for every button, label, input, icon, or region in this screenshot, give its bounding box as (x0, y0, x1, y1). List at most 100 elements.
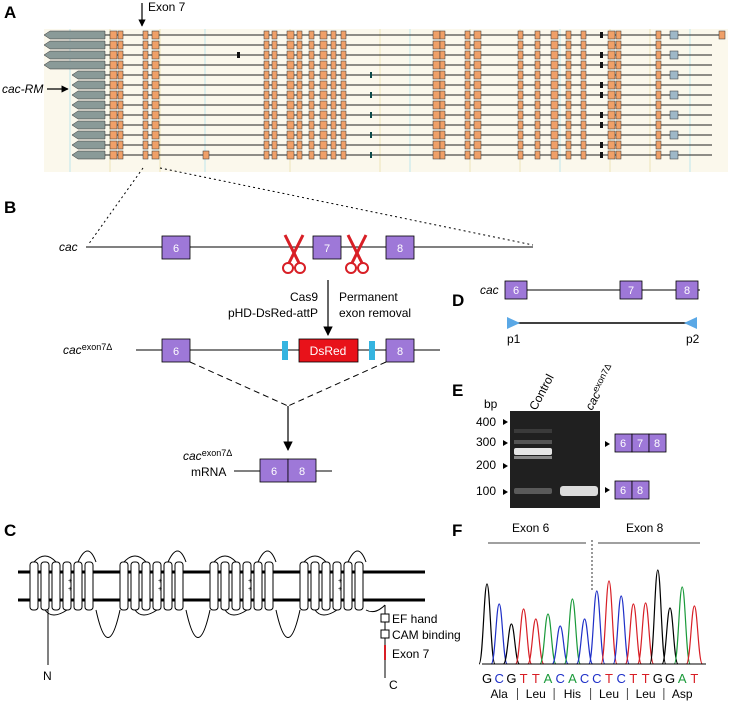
exon-6-box: 6 (161, 235, 191, 260)
track-3utr (669, 70, 679, 80)
track-exon (117, 50, 124, 60)
pore-loop (77, 550, 97, 563)
helix (29, 561, 39, 611)
track-exon (296, 50, 303, 60)
track-exon (565, 100, 572, 110)
track-exon (432, 30, 441, 40)
base-call: T (629, 671, 637, 686)
track-exon (464, 60, 471, 70)
track-exon (109, 100, 118, 110)
track-exon (464, 80, 471, 90)
base-call: C (592, 671, 601, 686)
helix (231, 561, 241, 611)
exon-7-box: 7 (312, 235, 342, 260)
track-exon (615, 70, 622, 80)
track-exon (473, 140, 482, 150)
lane-mutant-base: cac (582, 389, 603, 412)
track-exon (655, 70, 662, 80)
track-3utr (669, 130, 679, 140)
base-call: T (532, 671, 540, 686)
d-exon-6-box: 6 (504, 280, 528, 300)
track-exon (655, 140, 662, 150)
track-exon (580, 110, 587, 120)
track-exon (473, 110, 482, 120)
attp-marker-left (282, 341, 288, 360)
track-exon (109, 60, 118, 70)
lane-mutant-sup: exon7Δ (590, 362, 613, 394)
track-exon (142, 40, 149, 50)
track-exon (340, 60, 347, 70)
track-3utr (669, 150, 679, 160)
track-exon (473, 90, 482, 100)
track-exon (432, 100, 441, 110)
track-alt-exon (600, 142, 603, 148)
track-exon (296, 80, 303, 90)
gel-bands (514, 429, 598, 496)
panel-b: B cac 6 7 8 Cas9 (4, 198, 533, 483)
track-exon (432, 130, 441, 140)
track-exon (286, 130, 295, 140)
track-exon (517, 90, 524, 100)
trace-peak-G (649, 569, 667, 665)
track-exon (615, 130, 622, 140)
track-exon (580, 50, 587, 60)
track-exon (464, 40, 471, 50)
track-exon (432, 120, 441, 130)
arrow-label-plasmid: pHD-DsRed-attP (228, 306, 318, 320)
track-exon (517, 60, 524, 70)
allele-label-sup: exon7Δ (82, 342, 113, 352)
track-exon (330, 120, 337, 130)
track-exon (109, 30, 118, 40)
loop-bottom (224, 609, 248, 616)
dsred-cassette: DsRed (298, 338, 359, 363)
track-exon (340, 100, 347, 110)
helix (141, 561, 151, 611)
track-exon (117, 120, 124, 130)
track-exon (319, 80, 328, 90)
track-exon (550, 120, 559, 130)
ladder-300: 300 (476, 435, 496, 449)
intracellular-linker (275, 609, 301, 638)
intracellular-linker (185, 609, 211, 638)
track-exon (432, 150, 441, 160)
track-exon (340, 90, 347, 100)
helix (253, 561, 263, 611)
track-exon (464, 110, 471, 120)
track-exon (464, 140, 471, 150)
loop-bottom (134, 609, 158, 616)
track-exon (286, 50, 295, 60)
transcript-track (71, 100, 712, 110)
panel-d-letter: D (452, 291, 464, 310)
helix (310, 561, 320, 611)
track-exon (655, 120, 662, 130)
helix (163, 561, 173, 611)
track-exon (439, 50, 446, 60)
track-exon (565, 80, 572, 90)
transcript-track (71, 120, 712, 130)
track-exon (263, 60, 270, 70)
track-exon (473, 60, 482, 70)
track-exon (439, 90, 446, 100)
track-exon (517, 110, 524, 120)
track-exon (151, 130, 160, 140)
track-exon (296, 30, 303, 40)
gene-model-tracks (43, 30, 726, 160)
track-exon (271, 80, 278, 90)
cac-rm-label: cac-RM (2, 82, 43, 96)
track-exon (607, 110, 616, 120)
base-call: C (580, 671, 589, 686)
track-exon (534, 30, 541, 40)
track-alt-exon (600, 52, 603, 58)
track-exon (117, 140, 124, 150)
charge-mark: + (158, 586, 162, 593)
track-exon (330, 70, 337, 80)
transcript-track (71, 70, 712, 80)
track-exon (615, 110, 622, 120)
track-exon (517, 40, 524, 50)
splice-line-right (287, 361, 387, 407)
cam-binding-box (380, 629, 390, 639)
track-exon (308, 100, 315, 110)
track-exon (615, 100, 622, 110)
base-call: A (568, 671, 577, 686)
track-exon (109, 70, 118, 80)
